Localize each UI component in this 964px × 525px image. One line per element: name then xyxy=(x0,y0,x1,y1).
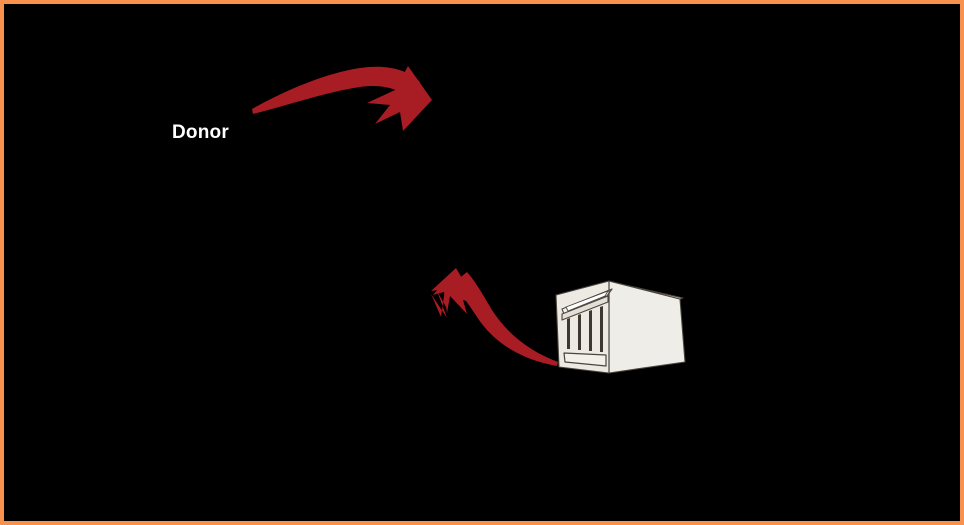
arrow-institution-to-donor-head-main xyxy=(433,268,477,314)
arrow-institution-to-donor xyxy=(431,268,558,366)
arrow-donor-to-institution-body xyxy=(252,66,420,114)
building-base-panel xyxy=(563,352,607,367)
diagram-graphics xyxy=(252,66,686,374)
building-entablature xyxy=(561,295,609,321)
building-pediment-inner xyxy=(565,290,609,312)
building-column xyxy=(567,318,570,349)
classical-bank-building-icon xyxy=(555,280,686,374)
building-roof-face xyxy=(608,280,684,300)
arrow-donor-to-institution-head xyxy=(367,66,432,131)
arrow-institution-to-donor-body xyxy=(452,272,558,366)
building-column xyxy=(600,306,603,352)
arrow-donor-to-institution xyxy=(252,66,432,131)
building-column xyxy=(589,310,592,351)
diagram-canvas: Donor xyxy=(4,4,960,521)
node-label-donor: Donor xyxy=(172,122,229,143)
building-column xyxy=(578,314,581,350)
building-side-face xyxy=(608,280,686,374)
